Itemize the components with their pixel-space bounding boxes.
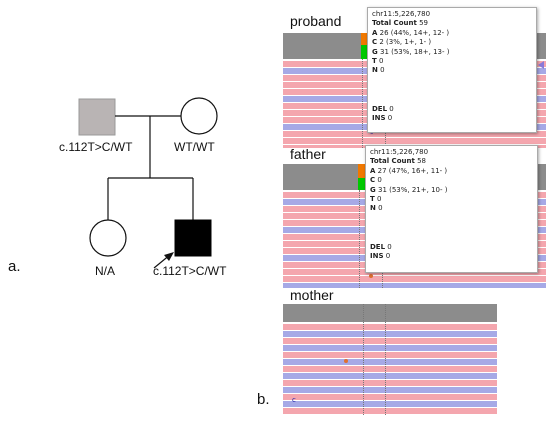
- proband-base-a-count: 26 (44%, 14+, 12- ): [379, 28, 450, 37]
- father-base-g: G: [370, 185, 376, 194]
- proband-base-n-count: 0: [380, 66, 385, 75]
- father-base-a-count: 27 (47%, 16+, 11- ): [377, 166, 448, 175]
- proband-base-c-count: 2 (3%, 1+, 1- ): [379, 38, 432, 47]
- proband-ins-label: INS: [372, 114, 386, 123]
- father-center-line: [359, 190, 360, 288]
- father-genotype-label: c.112T>C/WT: [59, 140, 133, 154]
- mother-mismatch-dot: [344, 359, 348, 363]
- mother-center-line-right: [385, 304, 386, 415]
- proband-base-n: N: [372, 66, 378, 75]
- daughter-circle: [89, 219, 127, 257]
- proband-del-value: 0: [389, 104, 394, 113]
- father-locus: chr11:5,226,780: [370, 148, 429, 156]
- proband-square: [174, 219, 212, 257]
- father-track-title: father: [290, 146, 326, 162]
- proband-center-line: [362, 59, 363, 148]
- proband-track-title: proband: [290, 13, 342, 29]
- proband-base-g: G: [372, 47, 378, 56]
- mother-circle: [180, 97, 218, 135]
- father-base-g-count: 31 (53%, 21+, 10- ): [377, 185, 448, 194]
- father-base-t: T: [370, 195, 375, 204]
- mother-genotype-label: WT/WT: [174, 140, 215, 154]
- proband-base-t-count: 0: [379, 57, 384, 66]
- proband-locus: chr11:5,226,780: [372, 10, 431, 18]
- proband-base-c: C: [372, 38, 378, 47]
- proband-base-count-popup: chr11:5,226,780 Total Count 59 A 26 (44%…: [367, 7, 537, 133]
- panel-a-label: a.: [8, 258, 21, 275]
- proband-arrowhead: [164, 252, 174, 261]
- father-ins-value: 0: [385, 252, 391, 261]
- father-square: [78, 98, 116, 136]
- mother-track-title: mother: [290, 287, 334, 303]
- father-mismatch-dot: [369, 274, 373, 278]
- father-base-count-popup: chr11:5,226,780 Total Count 58 A 27 (47%…: [365, 145, 538, 273]
- father-total-label: Total Count: [370, 157, 415, 166]
- father-base-a: A: [370, 166, 376, 175]
- mother-center-line: [363, 304, 364, 415]
- father-del-value: 0: [387, 242, 392, 251]
- proband-genotype-label: c.112T>C/WT: [153, 264, 227, 278]
- father-del-label: DEL: [370, 242, 386, 251]
- father-base-n: N: [370, 204, 376, 213]
- proband-base-a: A: [372, 28, 378, 37]
- mother-read-stack: [283, 324, 497, 415]
- father-total-value: 58: [417, 157, 426, 166]
- father-ins-label: INS: [370, 252, 384, 261]
- father-base-t-count: 0: [377, 195, 382, 204]
- mother-coverage-bar: [283, 304, 497, 322]
- proband-total-value: 59: [419, 19, 428, 28]
- scroll-marker-icon[interactable]: [538, 61, 544, 69]
- daughter-genotype-label: N/A: [95, 264, 116, 278]
- proband-ins-value: 0: [387, 114, 393, 123]
- proband-base-t: T: [372, 57, 377, 66]
- father-base-n-count: 0: [378, 204, 383, 213]
- father-base-c: C: [370, 176, 376, 185]
- mother-alignment-track[interactable]: c: [283, 304, 497, 415]
- proband-base-g-count: 31 (53%, 18+, 13- ): [379, 47, 450, 56]
- mother-read-base-letter: c: [292, 396, 296, 404]
- proband-total-label: Total Count: [372, 19, 417, 28]
- proband-del-label: DEL: [372, 104, 388, 113]
- pedigree-chart: [78, 97, 218, 269]
- father-base-c-count: 0: [377, 176, 382, 185]
- panel-b-label: b.: [257, 391, 270, 408]
